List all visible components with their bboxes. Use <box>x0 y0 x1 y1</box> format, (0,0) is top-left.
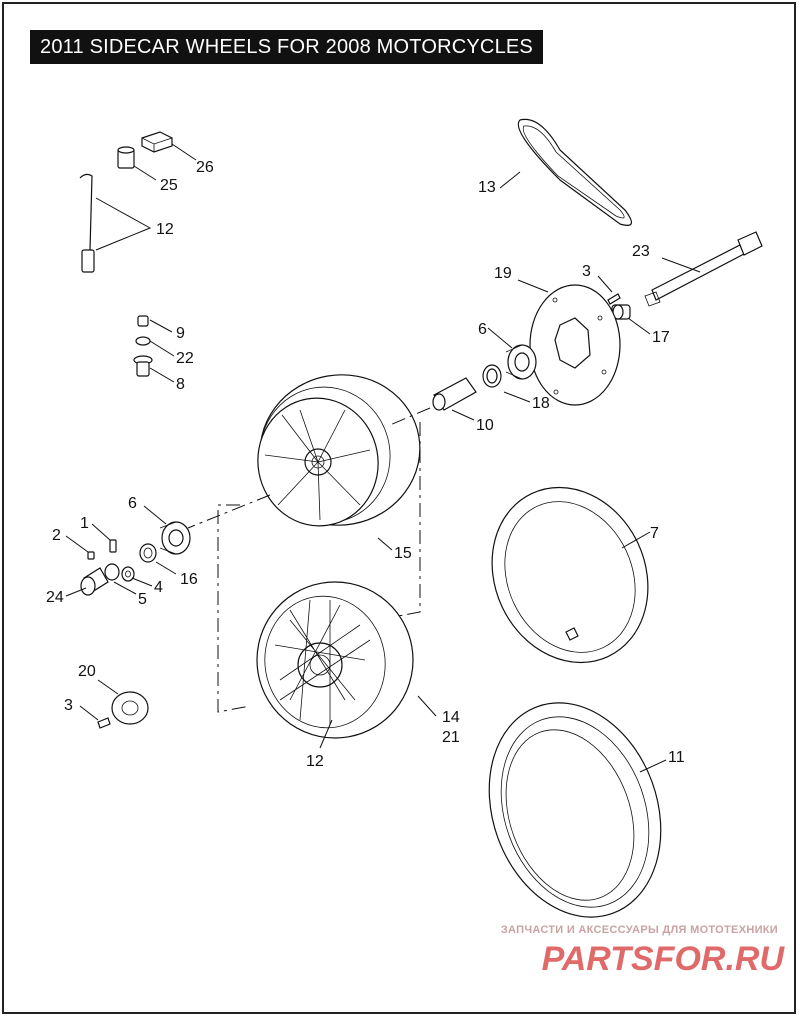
part-12-spoke <box>79 173 95 273</box>
part-3-screw-bottom <box>97 717 111 729</box>
callout-21: 21 <box>442 729 460 746</box>
part-26-block <box>141 131 173 153</box>
callout-15: 15 <box>394 545 412 562</box>
callout-6-right: 6 <box>478 321 487 338</box>
callout-18: 18 <box>532 395 550 412</box>
callout-24: 24 <box>46 589 64 606</box>
part-15-cast-wheel <box>257 374 421 527</box>
part-16-seal <box>139 543 157 563</box>
part-1-pin <box>109 539 117 553</box>
callout-3-bottom: 3 <box>64 697 73 714</box>
part-6-bearing-left <box>159 521 191 555</box>
part-20-adapter <box>111 691 149 725</box>
watermark-logo-text: PARTSFOR.RU <box>542 940 786 978</box>
part-11-tire <box>488 702 662 918</box>
part-23-axle <box>644 231 763 307</box>
part-3-screw-top <box>607 293 621 305</box>
part-25-nipple <box>117 146 135 169</box>
part-24-cover <box>80 567 109 596</box>
part-14-spoke-wheel <box>256 581 414 739</box>
part-22-nut <box>135 336 151 346</box>
watermark-logo: PARTSFOR.RU <box>542 940 786 978</box>
callout-13: 13 <box>478 179 496 196</box>
callout-17: 17 <box>652 329 670 346</box>
callout-20: 20 <box>78 663 96 680</box>
callout-25: 25 <box>160 177 178 194</box>
part-5-nut <box>104 563 120 581</box>
callout-14: 14 <box>442 709 460 726</box>
callout-22: 22 <box>176 350 194 367</box>
assembly-line-upper <box>187 407 431 529</box>
part-8-valve <box>133 355 153 377</box>
callout-5: 5 <box>138 591 147 608</box>
leader-lines <box>65 143 701 773</box>
part-19-brake-disc <box>529 284 621 406</box>
callout-2: 2 <box>52 527 61 544</box>
part-13-belt <box>517 118 632 226</box>
callout-26: 26 <box>196 159 214 176</box>
part-18-seal <box>482 364 502 388</box>
assembly-line-frame <box>217 422 421 713</box>
callout-3-top: 3 <box>582 263 591 280</box>
callout-9: 9 <box>176 325 185 342</box>
callout-12-top: 12 <box>156 221 174 238</box>
callout-12-bottom: 12 <box>306 753 324 770</box>
callout-8: 8 <box>176 376 185 393</box>
callout-1: 1 <box>80 515 89 532</box>
callout-4: 4 <box>154 579 163 596</box>
callout-labels: 26 25 12 9 22 8 13 23 19 3 17 6 18 10 15… <box>46 159 685 770</box>
callout-19: 19 <box>494 265 512 282</box>
page-title: 2011 SIDECAR WHEELS FOR 2008 MOTORCYCLES <box>30 30 543 64</box>
part-7-tube <box>491 486 649 664</box>
part-10-spacer-tube <box>432 377 477 411</box>
callout-16: 16 <box>180 571 198 588</box>
callout-11: 11 <box>668 749 685 766</box>
part-9-cap <box>137 315 149 327</box>
watermark-tagline: ЗАПЧАСТИ И АКСЕССУАРЫ ДЛЯ МОТОТЕХНИКИ <box>500 924 778 936</box>
callout-6-left: 6 <box>128 495 137 512</box>
part-4-washer <box>121 566 135 582</box>
callout-10: 10 <box>476 417 494 434</box>
part-2-screw <box>87 551 95 560</box>
callout-23: 23 <box>632 243 650 260</box>
callout-7: 7 <box>650 525 659 542</box>
part-6-bearing-right <box>505 344 537 380</box>
